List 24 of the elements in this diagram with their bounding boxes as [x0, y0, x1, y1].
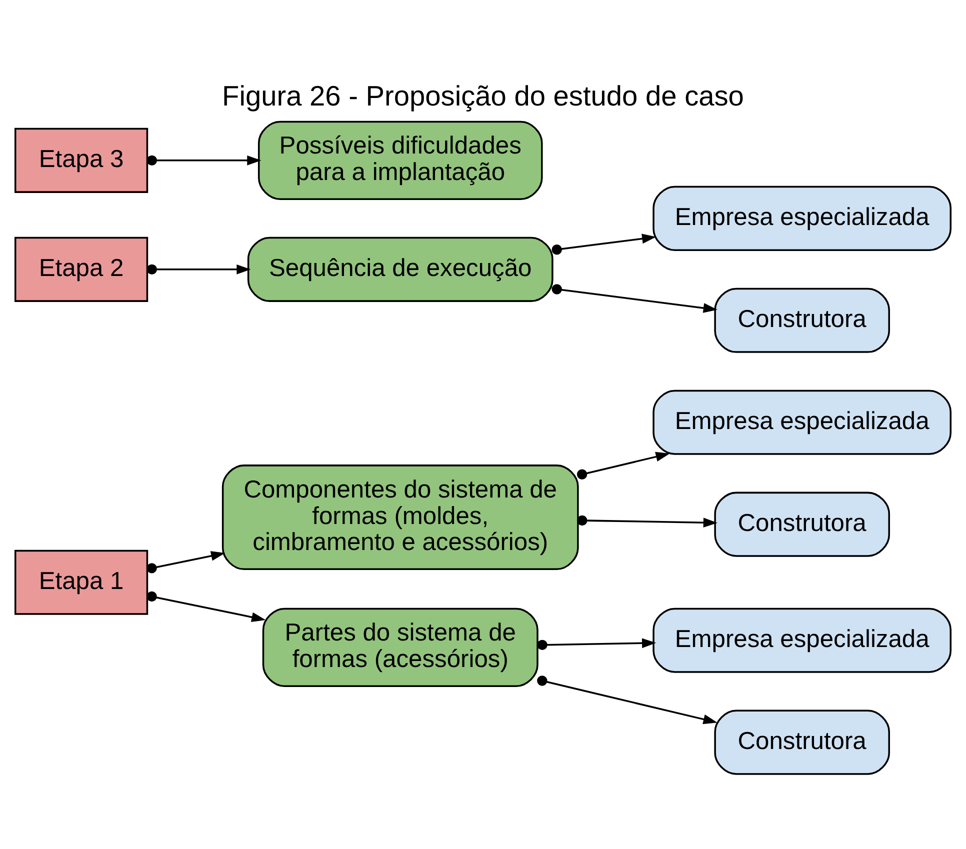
arrow — [552, 233, 656, 254]
node-box: Construtora — [714, 491, 890, 556]
node-box: Construtora — [714, 709, 890, 774]
node-box: Construtora — [714, 287, 890, 352]
arrow — [537, 638, 656, 650]
node-box: Etapa 2 — [14, 236, 148, 302]
arrow — [537, 675, 718, 724]
arrow — [146, 264, 251, 274]
node-box: Componentes do sistema de formas (moldes, cimbramento e acessórios) — [222, 464, 579, 570]
arrow — [146, 550, 226, 573]
arrow — [146, 154, 262, 166]
node-box: Sequência de execução — [247, 236, 554, 302]
node-box: Empresa especializada — [652, 185, 952, 250]
node-box: Possíveis dificuldades para a implantação — [258, 120, 543, 200]
node-box: Empresa especializada — [652, 607, 952, 672]
arrow — [577, 514, 718, 528]
arrow — [576, 451, 670, 479]
node-box: Etapa 1 — [14, 549, 148, 614]
node-box: Partes do sistema de formas (acessórios) — [262, 607, 538, 686]
node-box: Empresa especializada — [652, 389, 952, 454]
arrow — [146, 590, 266, 622]
diagram-title: Figura 26 - Proposição do estudo de caso — [222, 80, 744, 112]
node-box: Etapa 3 — [14, 127, 148, 192]
arrow — [552, 284, 718, 312]
